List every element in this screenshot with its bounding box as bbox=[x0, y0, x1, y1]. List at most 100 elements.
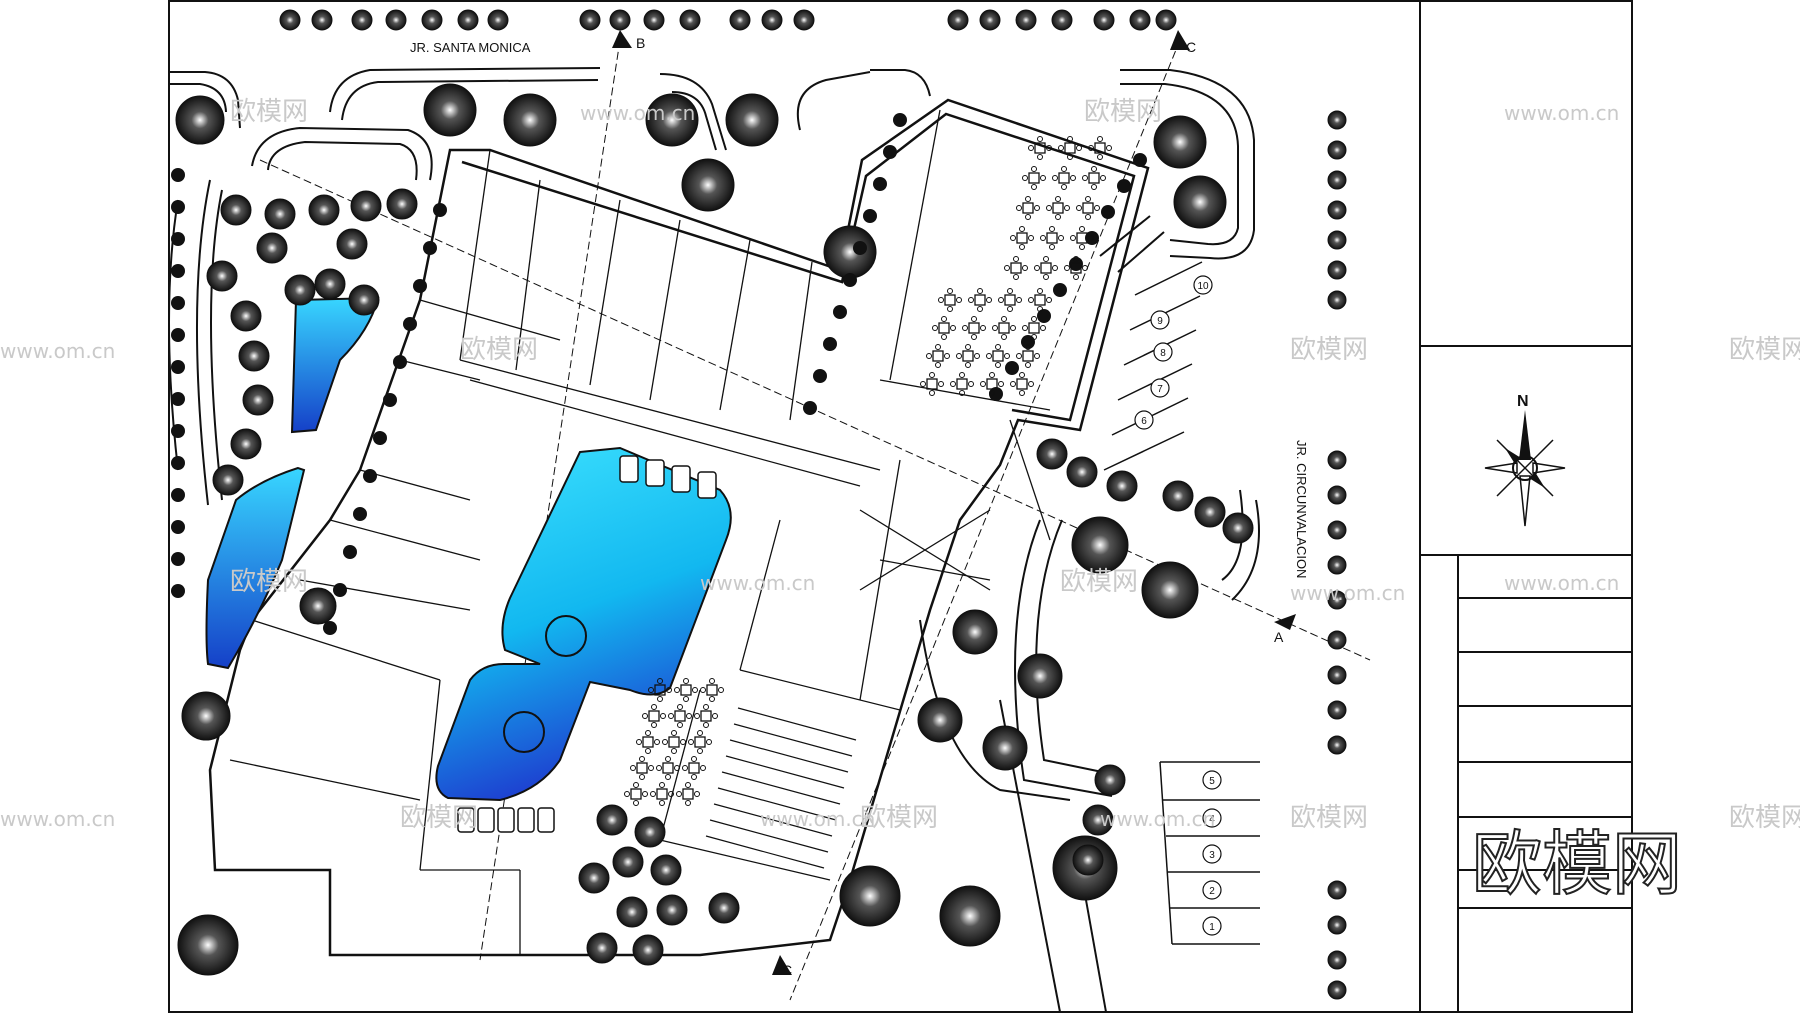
shrub-icon bbox=[333, 583, 347, 597]
shrub-icon bbox=[1133, 153, 1147, 167]
tree-icon bbox=[1327, 665, 1347, 685]
watermark-url: www.om.cn bbox=[1504, 101, 1619, 125]
tree-icon bbox=[220, 194, 252, 226]
tree-icon bbox=[586, 932, 618, 964]
table-set-icon bbox=[932, 316, 956, 340]
tree-icon bbox=[634, 816, 666, 848]
table-set-icon bbox=[674, 678, 698, 702]
table-set-icon bbox=[1028, 136, 1052, 160]
tree-icon bbox=[256, 232, 288, 264]
tree-icon bbox=[1327, 450, 1347, 470]
tree-icon bbox=[1153, 115, 1207, 169]
tree-icon bbox=[230, 300, 262, 332]
table-set-icon bbox=[998, 288, 1022, 312]
watermark-url: www.om.cn bbox=[1100, 807, 1215, 831]
shrub-icon bbox=[843, 273, 857, 287]
tree-icon bbox=[314, 268, 346, 300]
tree-icon bbox=[1093, 9, 1115, 31]
tree-icon bbox=[348, 284, 380, 316]
tree-icon bbox=[1094, 764, 1126, 796]
shrub-icon bbox=[863, 209, 877, 223]
section-marker-c-bottom-label: C bbox=[782, 962, 792, 978]
shrub-icon bbox=[823, 337, 837, 351]
watermark-text: 欧模网 bbox=[460, 335, 538, 365]
parking-bay-number: 8 bbox=[1153, 342, 1173, 362]
table-set-icon bbox=[694, 704, 718, 728]
svg-text:4: 4 bbox=[1209, 814, 1215, 825]
table-set-icon bbox=[956, 344, 980, 368]
shrub-icon bbox=[171, 296, 185, 310]
watermark-text: 欧模网 bbox=[1729, 803, 1800, 833]
tree-icon bbox=[1071, 516, 1129, 574]
table-set-icon bbox=[1010, 226, 1034, 250]
section-marker-c-bottom: C bbox=[772, 955, 792, 978]
auditorium-seating bbox=[705, 707, 857, 869]
watermark-url: www.om.cn bbox=[0, 807, 115, 831]
shrub-icon bbox=[171, 392, 185, 406]
tree-icon bbox=[645, 93, 699, 147]
tree-icon bbox=[1327, 520, 1347, 540]
section-marker-a-label: A bbox=[1274, 629, 1284, 645]
shrub-icon bbox=[171, 456, 185, 470]
shrub-icon bbox=[893, 113, 907, 127]
tree-icon bbox=[503, 93, 557, 147]
tree-icon bbox=[1194, 496, 1226, 528]
table-set-icon bbox=[1082, 166, 1106, 190]
tree-icon bbox=[1106, 470, 1138, 502]
tree-icon bbox=[616, 896, 648, 928]
tree-icon bbox=[947, 9, 969, 31]
shrub-icon bbox=[1117, 179, 1131, 193]
tree-icon bbox=[1173, 175, 1227, 229]
shrub-icon bbox=[343, 545, 357, 559]
table-set-icon bbox=[1004, 256, 1028, 280]
shrub-icon bbox=[171, 488, 185, 502]
section-marker-b-label: B bbox=[636, 35, 645, 51]
shrub-icon bbox=[1037, 309, 1051, 323]
tree-icon bbox=[1327, 880, 1347, 900]
table-set-icon bbox=[636, 730, 660, 754]
shrub-icon bbox=[171, 584, 185, 598]
tree-icon bbox=[823, 225, 877, 279]
tree-icon bbox=[1082, 804, 1114, 836]
lounge-chair-icon bbox=[697, 471, 717, 499]
table-set-icon bbox=[682, 756, 706, 780]
watermark-text: 欧模网 bbox=[230, 97, 308, 127]
tree-icon bbox=[708, 892, 740, 924]
table-set-icon bbox=[992, 316, 1016, 340]
tree-icon bbox=[1327, 230, 1347, 250]
tree-icon bbox=[1155, 9, 1177, 31]
shrub-icon bbox=[171, 424, 185, 438]
watermark-text: 欧模网 bbox=[400, 803, 478, 833]
table-set-icon bbox=[1022, 316, 1046, 340]
tree-icon bbox=[336, 228, 368, 260]
tree-icon bbox=[238, 340, 270, 372]
tree-icon bbox=[1129, 9, 1151, 31]
parking-east bbox=[1103, 261, 1203, 471]
shrub-icon bbox=[363, 469, 377, 483]
tree-icon bbox=[656, 894, 688, 926]
building-outline bbox=[208, 98, 1150, 957]
watermark-url: www.om.cn bbox=[1290, 581, 1405, 605]
shrub-icon bbox=[171, 552, 185, 566]
title-block bbox=[1420, 345, 1632, 1012]
tree-icon bbox=[982, 725, 1028, 771]
shrub-icon bbox=[171, 200, 185, 214]
parking-bay-number: 4 bbox=[1202, 808, 1222, 828]
watermark-layer: 欧模网欧模网欧模网欧模网欧模网欧模网欧模网欧模网欧模网欧模网欧模网www.om.… bbox=[0, 97, 1800, 833]
table-set-icon bbox=[1046, 196, 1070, 220]
svg-text:8: 8 bbox=[1160, 348, 1166, 359]
table-set-icon bbox=[668, 704, 692, 728]
watermark-url: www.om.cn bbox=[580, 101, 695, 125]
shrub-icon bbox=[423, 241, 437, 255]
shrub-icon bbox=[1101, 205, 1115, 219]
tree-icon bbox=[1327, 290, 1347, 310]
tree-icon bbox=[729, 9, 751, 31]
tree-icon bbox=[650, 854, 682, 886]
tree-icon bbox=[385, 9, 407, 31]
tree-icon bbox=[457, 9, 479, 31]
tree-icon bbox=[299, 587, 337, 625]
table-set-icon bbox=[1076, 196, 1100, 220]
section-marker-c-top: C bbox=[1170, 30, 1196, 55]
shrub-icon bbox=[873, 177, 887, 191]
